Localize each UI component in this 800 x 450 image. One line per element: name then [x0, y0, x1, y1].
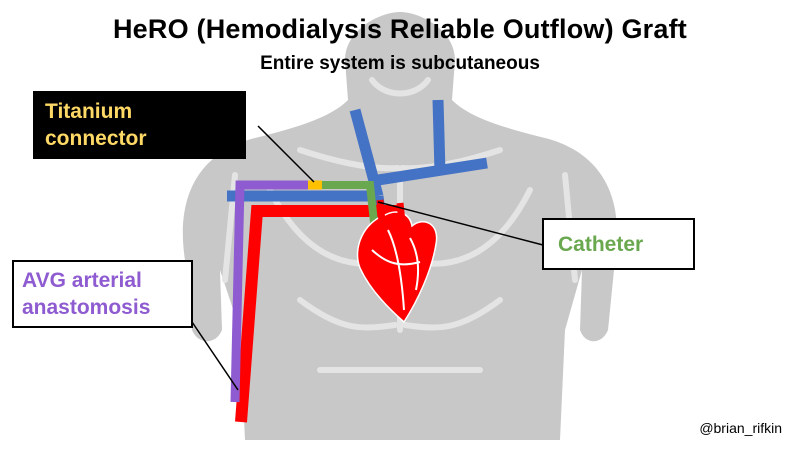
- avg-anastomosis-label: AVG arterial anastomosis: [12, 260, 193, 328]
- heart-icon: [356, 199, 438, 324]
- titanium-label-line-1: Titanium: [45, 100, 133, 123]
- titanium-connector-label: Titanium connector: [33, 91, 246, 159]
- catheter-label: Catheter: [542, 218, 695, 270]
- avg-label-line-2: anastomosis: [22, 296, 151, 319]
- avg-graft: [230, 180, 315, 403]
- titanium-leader: [257, 125, 315, 183]
- author-credit: @brian_rifkin: [699, 420, 782, 436]
- vein-network: [227, 99, 488, 231]
- avg-leader: [187, 315, 239, 391]
- catheter-leader: [377, 201, 544, 246]
- titanium-label-line-2: connector: [45, 127, 147, 150]
- artery-path: [235, 205, 400, 423]
- avg-label-line-1: AVG arterial: [22, 269, 142, 292]
- page-subtitle: Entire system is subcutaneous: [260, 53, 540, 74]
- page-title: HeRO (Hemodialysis Reliable Outflow) Gra…: [112, 14, 687, 44]
